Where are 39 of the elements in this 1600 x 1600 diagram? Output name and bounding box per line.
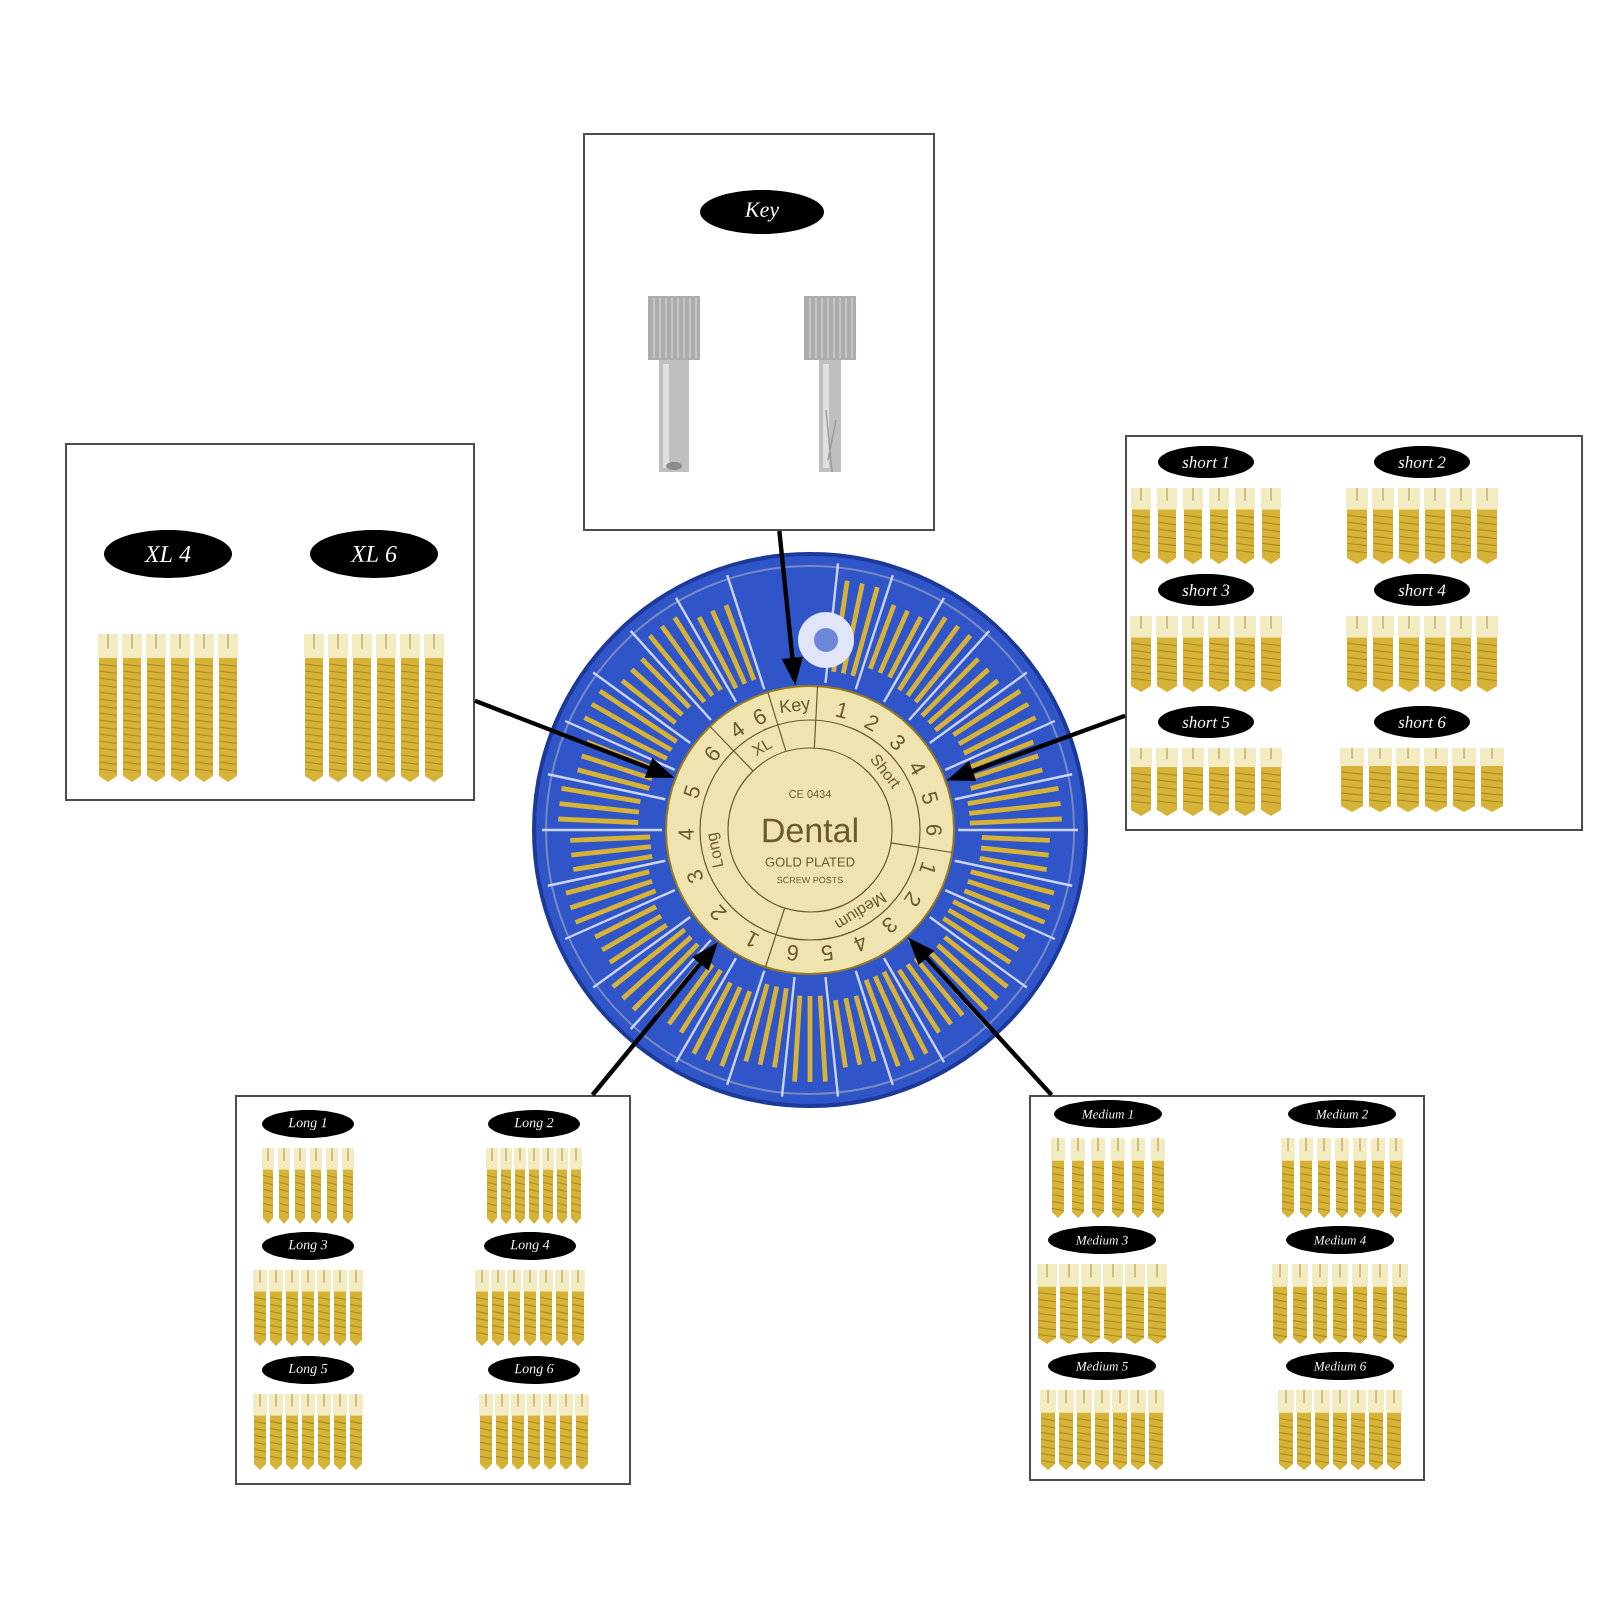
sector-label: Key [780, 699, 810, 714]
sector-label: XL [751, 740, 773, 757]
label-pill: short 4 [1374, 574, 1470, 606]
disc-text: Dental [763, 817, 857, 843]
ring-number: 1 [835, 702, 846, 719]
ring-number: 1 [919, 861, 936, 872]
ring-number: 5 [922, 791, 939, 804]
ring-number: 2 [863, 715, 879, 732]
ring-number: 4 [733, 721, 745, 737]
label-pill: short 5 [1158, 706, 1254, 738]
panel-box [583, 133, 935, 531]
ring-number: 6 [787, 945, 798, 961]
label-pill: Key [700, 190, 824, 234]
label-pill: short 6 [1374, 706, 1470, 738]
ring-number: 6 [926, 825, 942, 836]
ring-number: 1 [747, 930, 760, 947]
ring-number: 6 [753, 708, 766, 725]
label-pill: XL 4 [104, 530, 232, 578]
ring-number: 2 [710, 904, 727, 920]
ring-number: 5 [821, 945, 833, 961]
panel-box [235, 1095, 631, 1485]
ring-number: 2 [903, 890, 921, 907]
ring-number: 4 [853, 937, 865, 952]
label-disc [665, 685, 955, 975]
ring-number: 3 [882, 917, 897, 933]
ring-number: 3 [687, 870, 703, 883]
label-pill: XL 6 [310, 530, 438, 578]
ring-number: 5 [683, 785, 700, 798]
ring-number: 3 [890, 735, 905, 750]
panel-box [1125, 435, 1583, 831]
ring-number: 4 [911, 764, 926, 775]
label-pill: short 3 [1158, 574, 1254, 606]
ring-number: 4 [678, 828, 694, 840]
label-pill: short 2 [1374, 446, 1470, 478]
ring-number: 6 [705, 746, 720, 761]
label-pill: short 1 [1158, 446, 1254, 478]
sector-label: Long [708, 832, 724, 868]
panel-box [1029, 1095, 1425, 1481]
panel-box [65, 443, 475, 801]
